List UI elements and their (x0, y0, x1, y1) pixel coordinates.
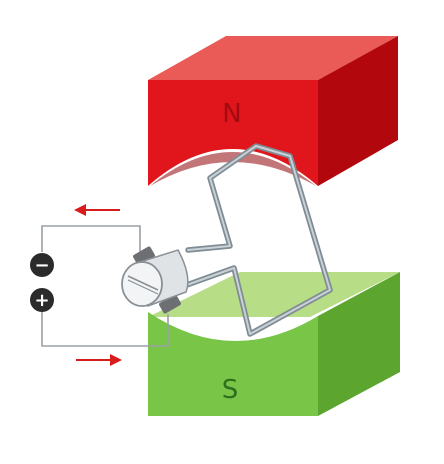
north-magnet-side-face (318, 36, 398, 186)
plus-circle-icon: + (30, 288, 54, 312)
circuit-bottom-wire (41, 312, 169, 347)
right-arrow-icon (76, 354, 122, 366)
commutator-end-cap (121, 261, 163, 307)
north-magnet-top-face (148, 36, 398, 80)
north-pole-label: N (222, 99, 241, 129)
wire-loop (181, 143, 333, 337)
positive-terminal-label: + (34, 290, 49, 311)
south-magnet-top-face (148, 272, 400, 317)
north-magnet-front-face (148, 80, 318, 186)
south-magnet: S (148, 272, 400, 416)
commutator-split-line-2 (127, 279, 159, 295)
commutator-split-line (127, 275, 159, 291)
circuit-top-wire (41, 225, 150, 255)
left-arrow-icon (74, 204, 120, 216)
commutator (121, 246, 189, 314)
brush-top (133, 246, 155, 266)
south-magnet-side-face (318, 272, 400, 416)
north-magnet: N (148, 36, 398, 186)
south-magnet-front-face (148, 312, 318, 416)
south-pole-label: S (222, 375, 239, 405)
minus-circle-icon: − (30, 253, 54, 277)
north-magnet-inner-curve (150, 152, 316, 186)
brush-bottom (159, 294, 181, 314)
wire-loop-highlight (183, 145, 331, 335)
negative-terminal-label: − (34, 255, 49, 276)
